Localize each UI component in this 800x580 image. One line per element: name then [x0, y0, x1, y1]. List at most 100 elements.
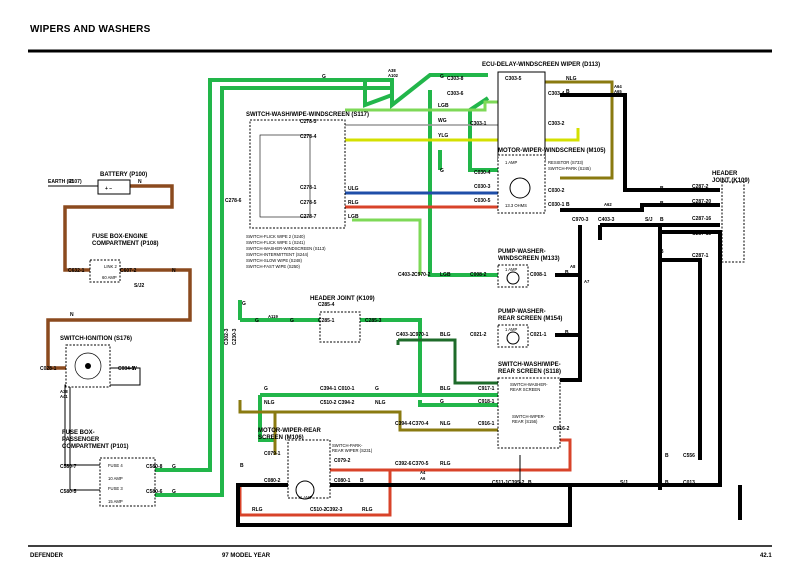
svg-text:G: G: [440, 399, 444, 405]
svg-text:C079-2: C079-2: [334, 458, 351, 464]
svg-text:C403-3: C403-3: [598, 217, 615, 223]
svg-text:B: B: [360, 478, 364, 484]
wire-green: [155, 73, 498, 497]
svg-text:SWITCH-PARK (S245): SWITCH-PARK (S245): [548, 166, 591, 171]
svg-text:C028-1: C028-1: [40, 366, 57, 372]
svg-text:C394-1: C394-1: [320, 386, 337, 392]
svg-text:FUSE BOX-ENGINE: FUSE BOX-ENGINE: [92, 234, 148, 240]
svg-text:C510-2: C510-2: [320, 400, 337, 406]
svg-text:FUSE 3: FUSE 3: [108, 486, 123, 491]
svg-text:SWITCH-WASHER-: SWITCH-WASHER-: [510, 382, 548, 387]
svg-text:A6: A6: [420, 476, 426, 481]
svg-text:13.3 OHMS: 13.3 OHMS: [505, 203, 527, 208]
svg-text:C392-3: C392-3: [326, 507, 343, 513]
svg-text:YLG: YLG: [438, 133, 448, 139]
svg-text:C084-1: C084-1: [118, 366, 135, 372]
svg-text:C511-1: C511-1: [492, 480, 508, 486]
svg-text:1 AMP: 1 AMP: [505, 327, 518, 332]
svg-text:B: B: [660, 217, 664, 223]
svg-text:C370-4: C370-4: [412, 421, 429, 427]
svg-text:S/J2: S/J2: [134, 283, 145, 289]
svg-text:A62: A62: [604, 202, 612, 207]
svg-text:G: G: [440, 74, 444, 80]
svg-text:RLG: RLG: [348, 200, 359, 206]
svg-text:NLG: NLG: [264, 400, 275, 406]
svg-text:A41: A41: [60, 394, 68, 399]
svg-text:REAR SCREEN: REAR SCREEN: [510, 387, 540, 392]
svg-text:C394-4: C394-4: [395, 421, 412, 427]
svg-text:SWITCH-SLOW WIPE (S248): SWITCH-SLOW WIPE (S248): [246, 258, 302, 263]
svg-text:C278-3: C278-3: [300, 119, 317, 125]
header-joint-mid: HEADER JOINT (K109): [310, 296, 375, 343]
svg-text:HEADER JOINT (K109): HEADER JOINT (K109): [310, 296, 375, 302]
svg-text:WG: WG: [438, 118, 447, 124]
svg-text:SWITCH-WASH/WIPE-: SWITCH-WASH/WIPE-: [498, 362, 561, 368]
svg-text:C392-6: C392-6: [395, 461, 412, 467]
svg-text:B: B: [660, 201, 664, 207]
svg-text:B: B: [240, 463, 244, 469]
svg-text:C010-1: C010-1: [338, 386, 355, 392]
svg-text:B: B: [528, 480, 532, 486]
svg-text:C285-4: C285-4: [318, 302, 335, 308]
wire-brown: [46, 184, 192, 370]
svg-text:B: B: [665, 453, 669, 459]
svg-text:C008-2: C008-2: [470, 272, 487, 278]
svg-text:C303-6: C303-6: [447, 91, 464, 97]
svg-text:NLG: NLG: [566, 76, 577, 82]
svg-text:C580-7: C580-7: [60, 464, 77, 470]
svg-text:SWITCH-WIPER-: SWITCH-WIPER-: [512, 414, 546, 419]
svg-text:S/J: S/J: [645, 217, 653, 223]
svg-text:B: B: [70, 179, 74, 185]
wire-olive: [238, 80, 614, 455]
svg-text:C607-2: C607-2: [120, 268, 137, 274]
fuse-box-passenger: FUSE 4 10 AMP FUSE 3 15 AMP FUSE BOX- PA…: [62, 430, 156, 507]
svg-text:C370-5: C370-5: [412, 461, 429, 467]
svg-text:C080-1: C080-1: [334, 478, 351, 484]
svg-text:C303-2: C303-2: [548, 121, 565, 127]
connector-labels: C303-8 C303-5 C303-6 C303-4 C303-1 C303-…: [40, 76, 711, 513]
wire-black: [236, 93, 742, 527]
svg-text:W: W: [132, 366, 137, 372]
svg-text:C302-3: C302-3: [224, 328, 230, 345]
svg-text:A38: A38: [388, 68, 396, 73]
svg-text:N: N: [70, 312, 74, 318]
svg-text:REAR SCREEN (S118): REAR SCREEN (S118): [498, 369, 561, 375]
svg-text:B: B: [660, 186, 664, 192]
svg-text:RLG: RLG: [252, 507, 263, 513]
svg-text:C580-6: C580-6: [146, 489, 163, 495]
svg-text:C287-1: C287-1: [692, 253, 709, 259]
splice-labels: A38 A102 A64 A65 A62 A7 A8 A119 A38 A41 …: [60, 68, 622, 481]
svg-text:B: B: [566, 89, 570, 95]
svg-text:BLG: BLG: [440, 386, 451, 392]
svg-text:A7: A7: [584, 279, 590, 284]
svg-text:G: G: [255, 318, 259, 324]
page-title: WIPERS AND WASHERS: [30, 24, 151, 35]
svg-text:1 AMP: 1 AMP: [505, 160, 518, 165]
header-joint-top: HEADER JOINT (K109): [712, 171, 750, 263]
svg-text:C580-5: C580-5: [60, 489, 77, 495]
svg-text:C013: C013: [683, 480, 695, 486]
motor-wiper-windscreen: 1 AMP 13.3 OHMS MOTOR-WIPER-WINDSCREEN (…: [497, 148, 606, 214]
svg-text:15 AMP: 15 AMP: [108, 499, 123, 504]
svg-text:+ −: + −: [105, 186, 112, 192]
footer-page-number: 42.1: [760, 553, 772, 559]
pump-washer-windscreen: 1 AMP PUMP-WASHER- WINDSCREEN (M133): [497, 249, 560, 288]
svg-text:B: B: [565, 330, 569, 336]
svg-text:C916-1: C916-1: [478, 421, 495, 427]
svg-text:SWITCH-WASHER-WINDSCREEN (S113: SWITCH-WASHER-WINDSCREEN (S113): [246, 246, 326, 251]
svg-text:FUSE 4: FUSE 4: [108, 463, 123, 468]
svg-text:RLG: RLG: [440, 461, 451, 467]
svg-text:C970-1: C970-1: [412, 332, 429, 338]
svg-text:LINK 2: LINK 2: [104, 264, 117, 269]
svg-text:C403-1: C403-1: [396, 332, 413, 338]
svg-text:N: N: [172, 268, 176, 274]
svg-text:C230-3: C230-3: [232, 328, 238, 345]
svg-text:C970-3: C970-3: [572, 217, 589, 223]
wire-light-green: [345, 100, 498, 275]
svg-text:SWITCH-PARK-: SWITCH-PARK-: [332, 443, 363, 448]
wire-yellow-green: [345, 128, 580, 142]
svg-text:BLG: BLG: [440, 332, 451, 338]
svg-text:N: N: [138, 179, 142, 185]
svg-text:SCREEN (M106): SCREEN (M106): [258, 435, 304, 441]
svg-text:A4: A4: [420, 470, 426, 475]
